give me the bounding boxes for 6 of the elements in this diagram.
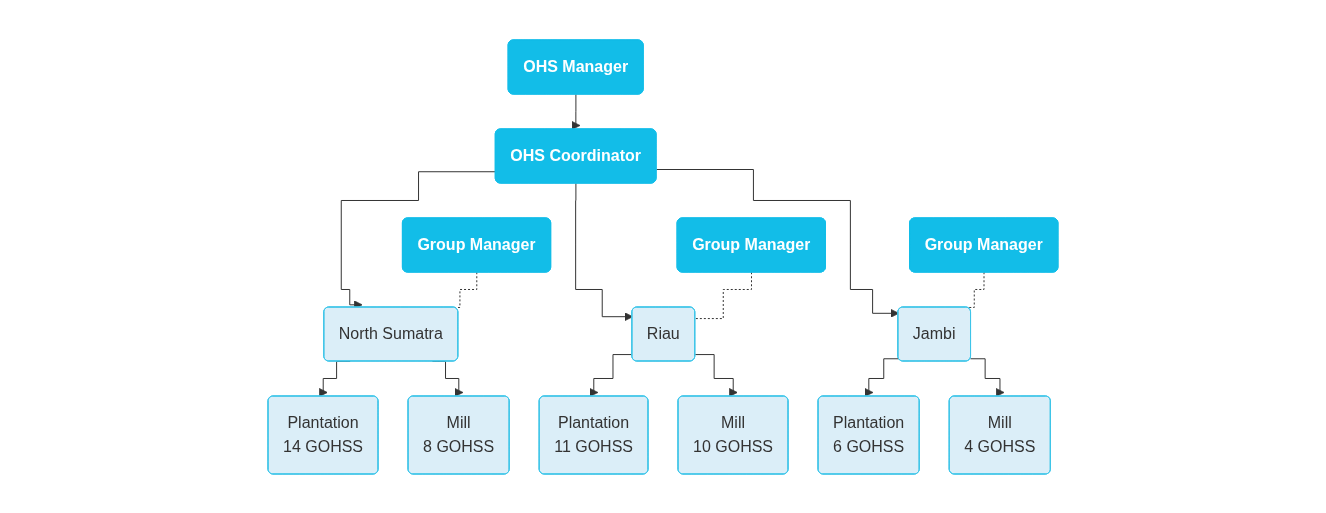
connector [694, 271, 753, 319]
arrow [589, 353, 633, 397]
arrow [571, 93, 581, 130]
arrow [864, 357, 900, 397]
arrow [970, 357, 1005, 397]
arrow [694, 353, 738, 397]
